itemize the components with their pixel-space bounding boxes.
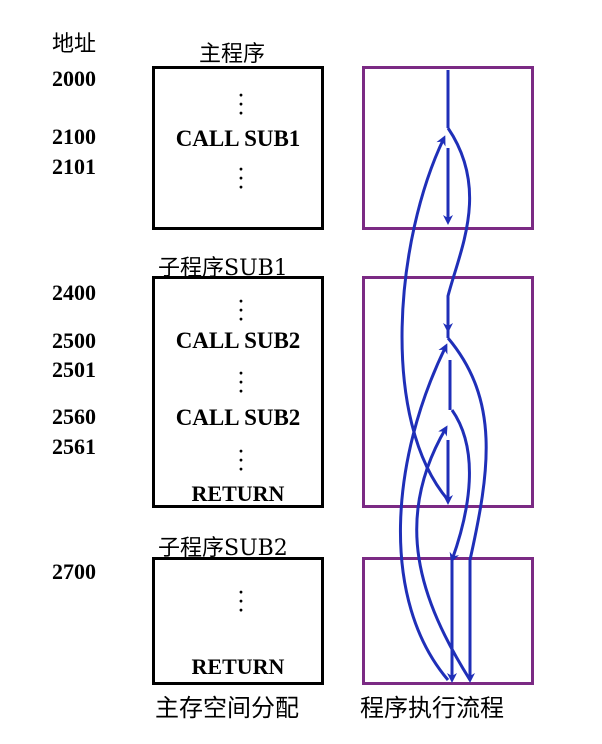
address-2500: 2500 [52, 328, 96, 353]
return-instruction: RETURN [191, 654, 285, 679]
sub2-box: ··· RETURN [152, 557, 324, 685]
call-sub1-instruction: CALL SUB1 [175, 126, 301, 151]
main-program-box: ··· CALL SUB1 ··· [152, 66, 324, 230]
main-program-title: 主程序 [199, 42, 266, 67]
sub1-box: ··· CALL SUB2 ··· CALL SUB2 ··· RETURN [152, 276, 324, 508]
ellipsis-icon: ··· [237, 441, 244, 479]
ellipsis-icon: ··· [237, 582, 244, 620]
call-sub2-instruction-1: CALL SUB2 [175, 328, 301, 353]
address-2101: 2101 [52, 154, 96, 179]
address-header: 地址 [52, 32, 97, 57]
call-sub2-instruction-2: CALL SUB2 [175, 405, 301, 430]
flow-arrow [415, 425, 472, 681]
address-2700: 2700 [52, 559, 96, 584]
ellipsis-icon: ··· [237, 363, 244, 401]
flow-arrow [446, 337, 488, 575]
address-2560: 2560 [52, 404, 96, 429]
ellipsis-icon: ··· [237, 85, 244, 123]
flow-arrow [399, 343, 450, 681]
ellipsis-icon: ··· [237, 159, 244, 197]
flow-arrow-group [399, 70, 488, 683]
execution-flow-caption: 程序执行流程 [360, 694, 504, 722]
address-2000: 2000 [52, 66, 96, 91]
flow-arrow [400, 135, 450, 501]
address-2100: 2100 [52, 124, 96, 149]
flow-box-sub1 [362, 276, 534, 508]
flow-box-sub2 [362, 557, 534, 685]
address-2501: 2501 [52, 357, 96, 382]
memory-allocation-caption: 主存空间分配 [155, 694, 299, 722]
address-2561: 2561 [52, 434, 96, 459]
sub2-title: 子程序SUB2 [158, 536, 288, 561]
flow-arrow [449, 409, 471, 563]
ellipsis-icon: ··· [237, 291, 244, 329]
flow-arrow [443, 127, 472, 333]
return-instruction: RETURN [191, 481, 285, 506]
flow-box-main [362, 66, 534, 230]
address-2400: 2400 [52, 280, 96, 305]
